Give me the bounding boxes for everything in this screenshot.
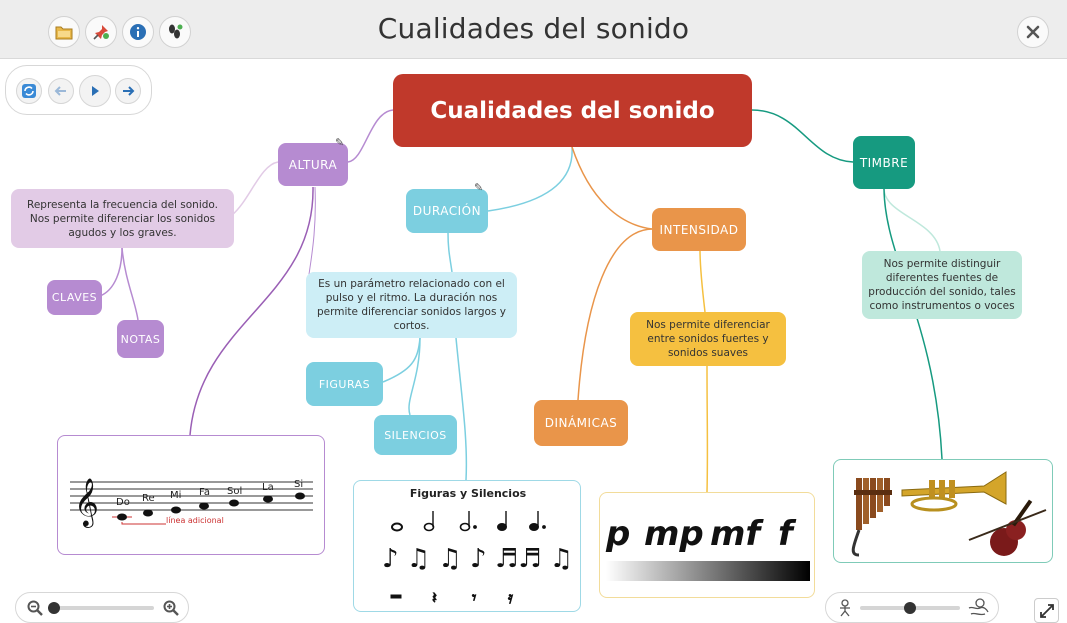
note-duracion: Es un parámetro relacionado con el pulso… bbox=[306, 272, 517, 338]
dynamics-gradient-bar bbox=[606, 561, 810, 581]
subtopic-dinamicas-label: DINÁMICAS bbox=[544, 416, 618, 430]
note-name: Do bbox=[116, 497, 130, 508]
pin-icon bbox=[93, 25, 109, 40]
note-name: Si bbox=[294, 479, 303, 490]
topic-altura-label: ALTURA bbox=[288, 157, 338, 172]
note-intensidad-text: Nos permite diferenciar entre sonidos fu… bbox=[646, 319, 770, 359]
subtopic-notas-label: NOTAS bbox=[120, 332, 161, 346]
topic-intensidad-label: INTENSIDAD bbox=[659, 222, 739, 237]
attachment-pin-icon[interactable]: ✎ bbox=[474, 181, 484, 194]
close-icon bbox=[1026, 25, 1040, 39]
staff-illustration: 𝄞 Do Re Mi Fa Sol La Si línea adicional bbox=[70, 477, 313, 528]
pin-button[interactable] bbox=[85, 16, 117, 48]
note-duracion-text: Es un parámetro relacionado con el pulso… bbox=[317, 278, 506, 332]
zoom-slider-thumb[interactable] bbox=[48, 602, 61, 614]
previous-button[interactable] bbox=[48, 78, 74, 104]
subtopic-claves-label: CLAVES bbox=[51, 291, 98, 304]
detail-panel bbox=[825, 592, 999, 623]
dynamic-mark: mf bbox=[710, 514, 764, 554]
arrow-left-icon bbox=[54, 86, 66, 96]
zoom-out-icon[interactable] bbox=[27, 600, 43, 616]
topic-duracion[interactable]: DURACIÓN bbox=[406, 189, 488, 233]
note-name: Mi bbox=[170, 490, 181, 501]
image-instruments[interactable] bbox=[833, 459, 1053, 563]
navigation-panel bbox=[5, 65, 152, 115]
eighth-rest-icon: 𝄾 bbox=[472, 588, 476, 607]
zoom-slider-track[interactable] bbox=[48, 602, 154, 614]
zoom-in-icon[interactable] bbox=[163, 600, 179, 616]
central-topic[interactable]: Cualidades del sonido bbox=[393, 74, 752, 147]
note-intensidad: Nos permite diferenciar entre sonidos fu… bbox=[630, 312, 786, 366]
note-name: La bbox=[262, 482, 274, 493]
subtopic-claves[interactable]: CLAVES bbox=[47, 280, 102, 315]
note-timbre-text: Nos permite distinguir diferentes fuente… bbox=[868, 258, 1016, 312]
play-button[interactable] bbox=[79, 75, 111, 107]
page-title: Cualidades del sonido bbox=[377, 12, 690, 45]
open-folder-button[interactable] bbox=[48, 16, 80, 48]
figure-small-icon[interactable] bbox=[837, 599, 853, 617]
image-staff[interactable]: 𝄞 Do Re Mi Fa Sol La Si línea adicional bbox=[57, 435, 325, 555]
next-button[interactable] bbox=[115, 78, 141, 104]
note-name: Sol bbox=[227, 486, 242, 497]
topic-intensidad[interactable]: INTENSIDAD bbox=[652, 208, 746, 251]
sixteenth-rest-icon: 𝄿 bbox=[508, 588, 513, 607]
folder-icon bbox=[55, 26, 73, 40]
subtopic-figuras-label: FIGURAS bbox=[318, 377, 371, 391]
header-bar: Cualidades del sonido bbox=[0, 0, 1067, 59]
note-altura: Representa la frecuencia del sonido. Nos… bbox=[11, 189, 234, 248]
note-altura-text: Representa la frecuencia del sonido. Nos… bbox=[27, 198, 218, 239]
refresh-button[interactable] bbox=[16, 78, 42, 104]
dynamic-mark: mp bbox=[644, 514, 704, 554]
info-button[interactable] bbox=[122, 16, 154, 48]
detail-slider-track[interactable] bbox=[860, 602, 960, 614]
refresh-icon bbox=[22, 84, 36, 98]
note-timbre: Nos permite distinguir diferentes fuente… bbox=[862, 251, 1022, 319]
info-icon bbox=[130, 24, 146, 40]
footprints-button[interactable] bbox=[159, 16, 191, 48]
instruments-illustration bbox=[851, 471, 1047, 557]
quarter-rest-icon: 𝄽 bbox=[432, 588, 437, 607]
dynamic-mark: p bbox=[605, 514, 630, 554]
topic-timbre-label: TIMBRE bbox=[859, 155, 909, 170]
fullscreen-icon bbox=[1039, 603, 1054, 618]
close-button[interactable] bbox=[1017, 16, 1049, 48]
figures-rests-title: Figuras y Silencios bbox=[410, 487, 527, 500]
arrow-right-icon bbox=[123, 86, 135, 96]
ledger-line-caption: línea adicional bbox=[166, 516, 224, 525]
footprints-icon bbox=[169, 24, 183, 39]
topic-altura[interactable]: ALTURA bbox=[278, 143, 348, 186]
zoom-panel bbox=[15, 592, 189, 623]
fullscreen-button[interactable] bbox=[1034, 598, 1059, 623]
image-dynamics[interactable]: p mp mf f bbox=[599, 492, 815, 598]
figure-large-icon[interactable] bbox=[967, 598, 989, 618]
central-topic-label: Cualidades del sonido bbox=[430, 97, 715, 124]
figures-rests-illustration: Figuras y Silencios ♪ ♫ ♫ ♪ ♬♬ ♫ 𝄽 𝄾 𝄿 bbox=[382, 487, 573, 608]
pan-flute-icon bbox=[851, 478, 892, 557]
image-figures-rests[interactable]: Figuras y Silencios ♪ ♫ ♫ ♪ ♬♬ ♫ 𝄽 𝄾 𝄿 bbox=[353, 480, 581, 612]
detail-slider-thumb[interactable] bbox=[904, 602, 916, 614]
subtopic-dinamicas[interactable]: DINÁMICAS bbox=[534, 400, 628, 446]
subtopic-silencios[interactable]: SILENCIOS bbox=[374, 415, 457, 455]
play-icon bbox=[92, 86, 99, 96]
topic-duracion-label: DURACIÓN bbox=[412, 204, 482, 218]
trumpet-icon bbox=[901, 471, 1007, 512]
note-name: Fa bbox=[199, 487, 210, 498]
dynamics-illustration: p mp mf f bbox=[605, 514, 810, 581]
subtopic-figuras[interactable]: FIGURAS bbox=[306, 362, 383, 406]
attachment-pin-icon[interactable]: ✎ bbox=[335, 136, 345, 149]
topic-timbre[interactable]: TIMBRE bbox=[853, 136, 915, 189]
subtopic-silencios-label: SILENCIOS bbox=[384, 428, 447, 442]
subtopic-notas[interactable]: NOTAS bbox=[117, 320, 164, 358]
eighth-notes-row: ♪ ♫ ♫ ♪ ♬♬ ♫ bbox=[382, 544, 573, 574]
violin-icon bbox=[968, 499, 1047, 556]
dynamic-mark: f bbox=[778, 514, 797, 554]
treble-clef-icon: 𝄞 bbox=[74, 477, 99, 528]
note-name: Re bbox=[142, 493, 155, 504]
